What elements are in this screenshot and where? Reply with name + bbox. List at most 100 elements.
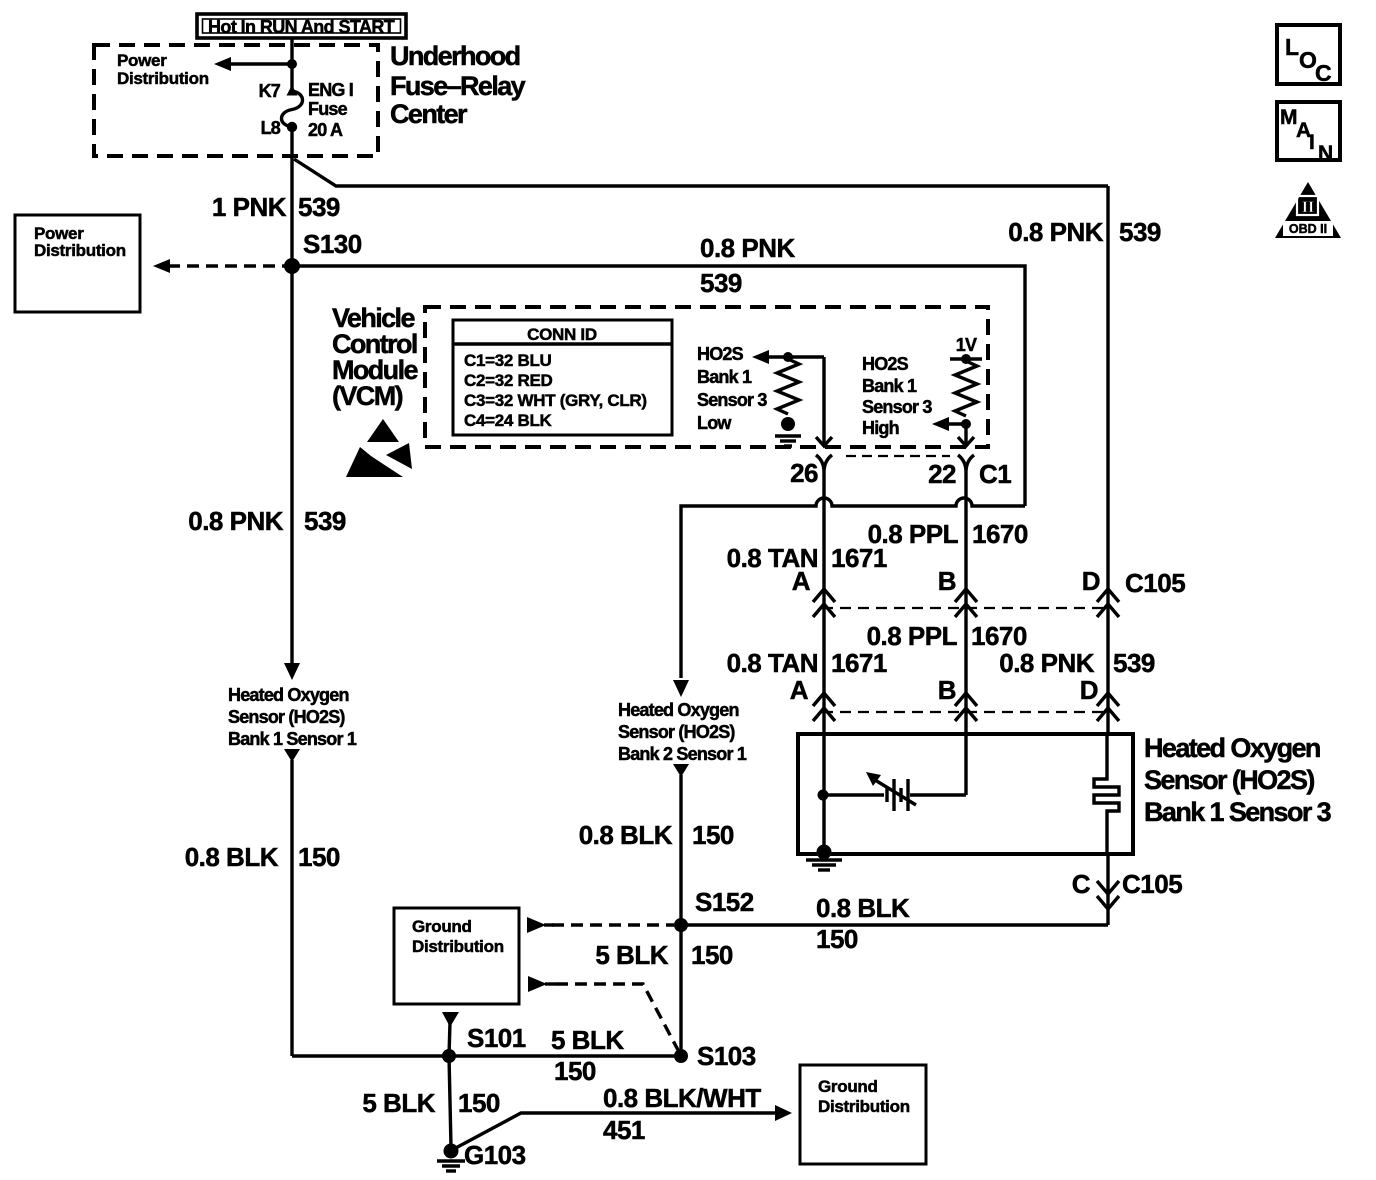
svg-text:0.8 PNK: 0.8 PNK	[999, 648, 1094, 678]
svg-text:Bank 1 Sensor 1: Bank 1 Sensor 1	[228, 729, 357, 749]
svg-text:1V: 1V	[956, 335, 977, 355]
svg-text:150: 150	[458, 1088, 500, 1118]
svg-text:0.8 BLK: 0.8 BLK	[185, 842, 279, 872]
svg-text:1670: 1670	[971, 621, 1027, 651]
svg-text:A: A	[1296, 119, 1311, 142]
svg-text:S103: S103	[697, 1041, 756, 1071]
svg-text:0.8 BLK: 0.8 BLK	[816, 893, 910, 923]
svg-text:Fuse–Relay: Fuse–Relay	[390, 71, 526, 101]
svg-text:II: II	[1302, 199, 1314, 216]
svg-text:Sensor (HO2S): Sensor (HO2S)	[228, 707, 345, 727]
svg-text:Hot In RUN And START: Hot In RUN And START	[208, 17, 395, 37]
svg-text:Underhood: Underhood	[390, 41, 520, 71]
svg-text:1671: 1671	[831, 648, 887, 678]
svg-text:G103: G103	[464, 1140, 526, 1170]
svg-text:1670: 1670	[972, 519, 1028, 549]
svg-text:K7: K7	[259, 81, 281, 101]
svg-text:(VCM): (VCM)	[332, 381, 403, 411]
svg-text:L: L	[1285, 34, 1299, 60]
svg-text:Heated Oxygen: Heated Oxygen	[618, 700, 739, 720]
svg-text:M: M	[1280, 106, 1298, 129]
svg-text:Module: Module	[332, 355, 418, 385]
svg-text:0.8 PNK: 0.8 PNK	[700, 233, 795, 263]
svg-text:C105: C105	[1122, 869, 1182, 899]
svg-text:0.8 PNK: 0.8 PNK	[188, 506, 283, 536]
svg-text:Sensor (HO2S): Sensor (HO2S)	[618, 722, 735, 742]
svg-text:0.8 BLK/WHT: 0.8 BLK/WHT	[603, 1083, 761, 1113]
svg-text:26: 26	[790, 458, 818, 488]
svg-text:5 BLK: 5 BLK	[551, 1025, 624, 1055]
svg-text:Center: Center	[390, 99, 468, 129]
svg-text:Bank 1: Bank 1	[697, 367, 752, 387]
svg-text:Heated Oxygen: Heated Oxygen	[228, 685, 349, 705]
svg-text:Power: Power	[117, 51, 167, 70]
svg-text:150: 150	[816, 924, 858, 954]
svg-text:Distribution: Distribution	[412, 937, 504, 956]
svg-text:L8: L8	[261, 118, 281, 138]
svg-text:539: 539	[298, 192, 340, 222]
svg-text:C: C	[1315, 60, 1332, 86]
svg-text:451: 451	[603, 1115, 645, 1145]
svg-text:S152: S152	[695, 887, 754, 917]
svg-text:0.8 TAN: 0.8 TAN	[727, 648, 818, 678]
svg-text:0.8 TAN: 0.8 TAN	[727, 543, 818, 573]
svg-text:B: B	[938, 675, 956, 705]
svg-text:0.8 BLK: 0.8 BLK	[579, 820, 673, 850]
svg-text:Bank 2 Sensor 1: Bank 2 Sensor 1	[618, 744, 747, 764]
svg-text:539: 539	[304, 506, 346, 536]
svg-text:Distribution: Distribution	[818, 1097, 910, 1116]
svg-text:Heated Oxygen: Heated Oxygen	[1144, 733, 1320, 763]
svg-text:D: D	[1080, 675, 1098, 705]
svg-text:0.8 PNK: 0.8 PNK	[1008, 217, 1103, 247]
svg-text:539: 539	[1119, 217, 1161, 247]
svg-text:S101: S101	[467, 1023, 526, 1053]
svg-text:150: 150	[554, 1056, 596, 1086]
svg-text:ENG I: ENG I	[308, 80, 353, 100]
svg-text:Distribution: Distribution	[117, 69, 209, 88]
svg-text:C105: C105	[1125, 568, 1185, 598]
svg-text:N: N	[1318, 142, 1333, 165]
svg-text:C1: C1	[979, 459, 1011, 489]
svg-text:Distribution: Distribution	[34, 241, 126, 260]
svg-text:150: 150	[692, 820, 734, 850]
svg-text:Ground: Ground	[412, 917, 472, 936]
svg-text:1671: 1671	[831, 543, 887, 573]
svg-text:1 PNK: 1 PNK	[212, 192, 287, 222]
svg-text:Fuse: Fuse	[308, 99, 348, 119]
svg-text:539: 539	[700, 268, 742, 298]
svg-text:5 BLK: 5 BLK	[595, 940, 668, 970]
svg-text:CONN ID: CONN ID	[527, 325, 597, 344]
svg-text:Sensor 3: Sensor 3	[862, 397, 932, 417]
svg-text:0.8 PPL: 0.8 PPL	[868, 519, 959, 549]
svg-text:0.8 PPL: 0.8 PPL	[867, 621, 958, 651]
svg-text:A: A	[792, 566, 811, 596]
svg-text:OBD II: OBD II	[1289, 222, 1327, 236]
svg-text:O: O	[1299, 47, 1317, 73]
svg-text:5 BLK: 5 BLK	[362, 1088, 435, 1118]
svg-text:A: A	[790, 675, 809, 705]
svg-text:150: 150	[298, 842, 340, 872]
svg-text:Bank 1 Sensor 3: Bank 1 Sensor 3	[1144, 797, 1332, 827]
svg-text:D: D	[1082, 566, 1100, 596]
svg-text:C3=32 WHT (GRY, CLR): C3=32 WHT (GRY, CLR)	[464, 391, 647, 410]
svg-text:Bank 1: Bank 1	[862, 376, 917, 396]
svg-text:539: 539	[1113, 648, 1155, 678]
svg-text:Sensor 3: Sensor 3	[697, 390, 767, 410]
svg-text:B: B	[938, 566, 956, 596]
svg-text:I: I	[1309, 131, 1315, 154]
svg-text:C4=24 BLK: C4=24 BLK	[464, 411, 553, 430]
svg-text:HO2S: HO2S	[862, 354, 909, 374]
svg-text:Ground: Ground	[818, 1077, 878, 1096]
svg-text:C1=32 BLU: C1=32 BLU	[464, 351, 552, 370]
svg-text:Sensor (HO2S): Sensor (HO2S)	[1144, 765, 1314, 795]
svg-text:C2=32 RED: C2=32 RED	[464, 371, 553, 390]
svg-text:Vehicle: Vehicle	[332, 303, 415, 333]
svg-text:C: C	[1072, 869, 1091, 899]
svg-text:22: 22	[928, 459, 956, 489]
svg-text:Control: Control	[332, 329, 417, 359]
svg-text:HO2S: HO2S	[697, 344, 744, 364]
svg-text:Power: Power	[34, 224, 84, 243]
svg-text:S130: S130	[303, 229, 362, 259]
svg-text:Low: Low	[697, 413, 732, 433]
svg-text:High: High	[862, 418, 899, 438]
